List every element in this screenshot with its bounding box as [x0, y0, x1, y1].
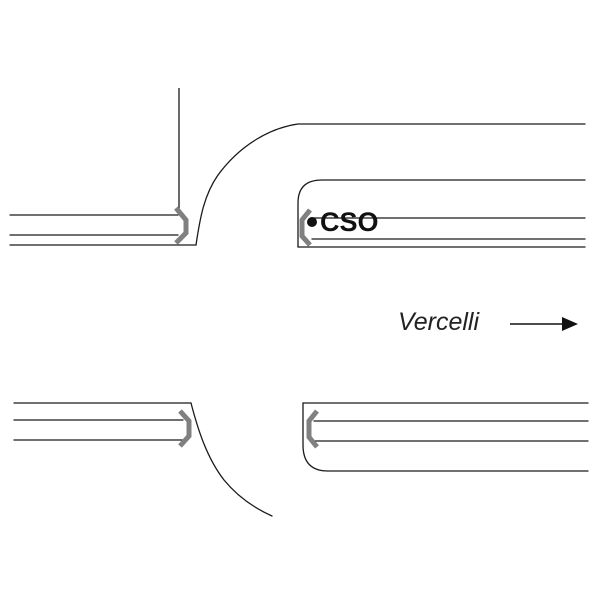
upper-left-barrier — [174, 206, 189, 245]
lower-right-curve — [302, 402, 589, 472]
direction-indicator: Vercelli — [398, 308, 578, 336]
upper-right-barrier — [299, 208, 312, 247]
upper-left-road — [9, 88, 197, 246]
lower-left-barrier — [178, 409, 192, 448]
lower-left-road — [13, 402, 273, 517]
marker-dot-icon — [307, 217, 317, 227]
lower-right-barrier — [306, 409, 319, 449]
upper-right-road — [195, 123, 586, 248]
cso-marker: CSO — [307, 207, 379, 237]
lower-left-curve — [190, 402, 273, 517]
destination-label: Vercelli — [398, 308, 480, 336]
upper-right-outer-curve — [195, 123, 586, 246]
lower-right-road — [302, 402, 589, 472]
upper-right-inner-curve — [297, 179, 586, 248]
cso-label: CSO — [320, 207, 379, 237]
right-arrow-icon — [562, 317, 578, 331]
